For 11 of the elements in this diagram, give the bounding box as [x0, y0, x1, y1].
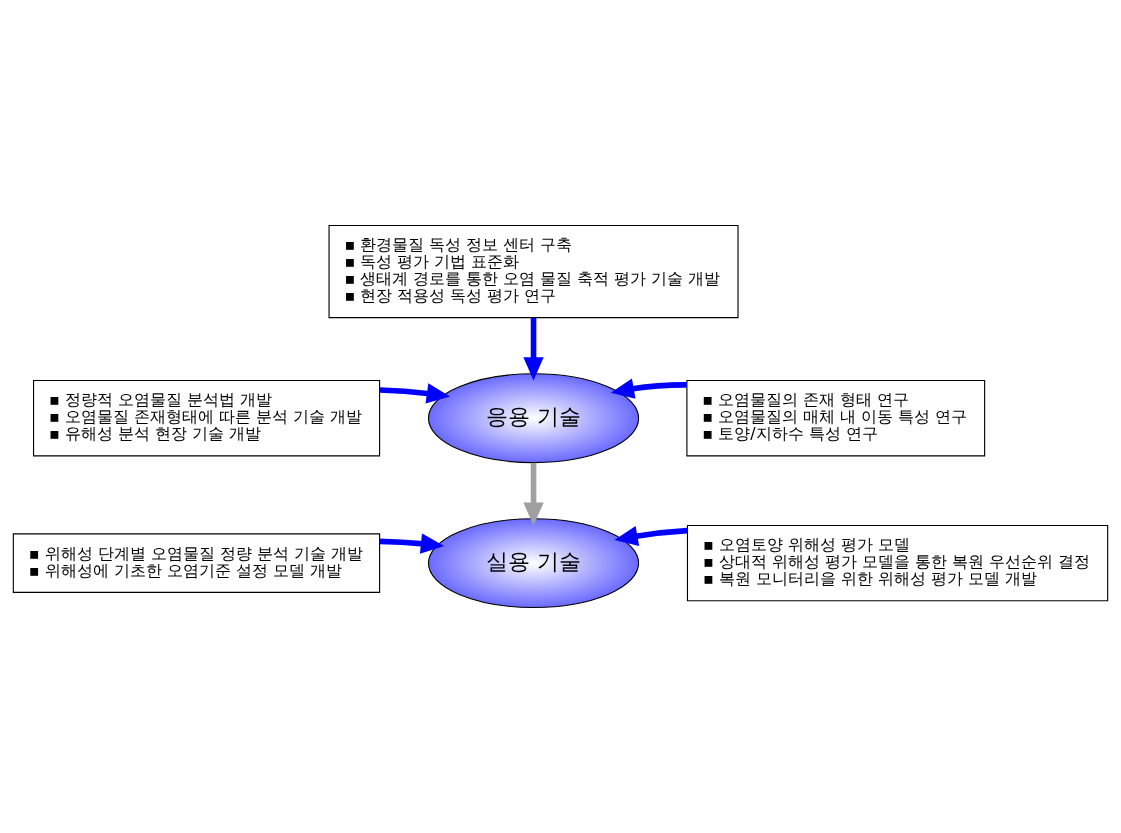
- node-box: ▪ 오염물질의 존재 형태 연구 ▪ 오염물질의 매체 내 이동 특성 연구 ▪ 토양/지하수 특성 연구: [686, 380, 986, 457]
- node-box: ▪ 환경물질 독성 정보 센터 구축 ▪ 독성 평가 기법 표준화 ▪ 생태계 경로를 통한 오염 물질 축적 평가 기술 개발 ▪ 현장 적용성 독성 평가 연구: [328, 224, 739, 319]
- node-box: ▪ 오염토양 위해성 평가 모델 ▪ 상대적 위해성 평가 모델을 통한 복원 우선순위 결정 ▪ 복원 모니터리을 위한 위해성 평가 모델 개발: [686, 524, 1109, 602]
- node-box: ▪ 위해성 단계별 오염물질 정량 분석 기술 개발 ▪ 위해성에 기초한 오염기준 설정 모델 개발: [12, 533, 381, 593]
- arrow: [523, 462, 544, 526]
- node-box: ▪ 정량적 오염물질 분석법 개발 ▪ 오염물질 존재형태에 따른 분석 기술 개발 ▪ 유해성 분석 현장 기술 개발: [33, 380, 381, 457]
- arrow: [523, 317, 544, 381]
- arrow: [610, 378, 687, 399]
- arrow: [379, 533, 445, 554]
- arrow: [379, 383, 450, 404]
- arrow: [614, 525, 688, 546]
